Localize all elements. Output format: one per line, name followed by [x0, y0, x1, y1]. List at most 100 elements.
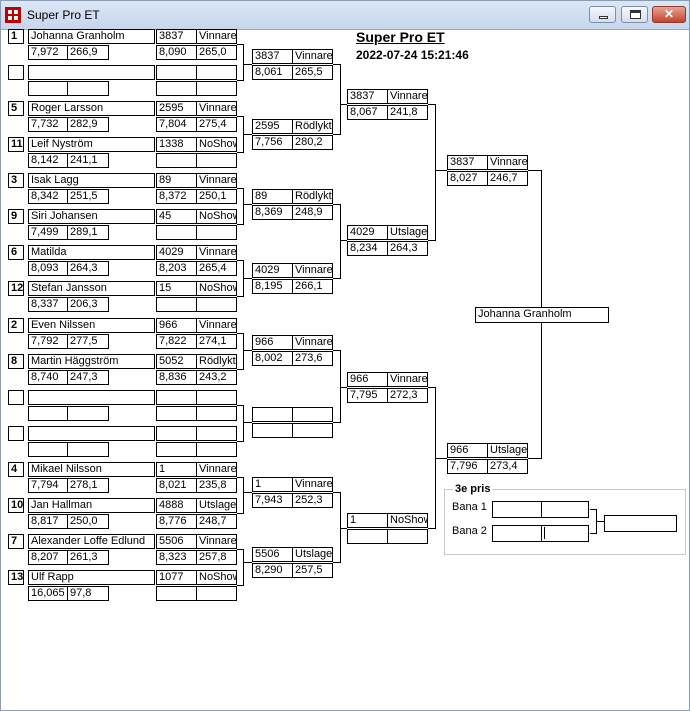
third-place-result-field[interactable] — [604, 515, 677, 532]
r2-status[interactable]: Vinnare — [292, 263, 333, 278]
racer-name[interactable] — [28, 426, 155, 441]
lane-number[interactable]: 15 — [156, 281, 197, 296]
racer-name[interactable]: Even Nilssen — [28, 318, 155, 333]
racer-name[interactable] — [28, 390, 155, 405]
maximize-button[interactable] — [621, 6, 648, 23]
bana1-lane-field[interactable] — [492, 501, 542, 518]
bracket-connector — [333, 278, 340, 279]
bana2-lane-field[interactable] — [492, 525, 542, 542]
run-time: 7,822 — [156, 334, 197, 349]
race-status[interactable]: NoShow — [196, 570, 237, 585]
race-status[interactable]: Utslagen — [196, 498, 237, 513]
speed: 277,5 — [67, 334, 109, 349]
r2-status[interactable]: Vinnare — [292, 335, 333, 350]
racer-name[interactable]: Roger Larsson — [28, 101, 155, 116]
lane-number[interactable]: 89 — [156, 173, 197, 188]
racer-name[interactable]: Ulf Rapp — [28, 570, 155, 585]
bracket-connector — [333, 350, 340, 351]
race-status[interactable]: Vinnare — [196, 462, 237, 477]
run-speed: 235,8 — [196, 478, 237, 493]
race-status[interactable]: Vinnare — [196, 101, 237, 116]
r2-status[interactable]: Vinnare — [292, 477, 333, 492]
r2-lane[interactable]: 1 — [252, 477, 293, 492]
lane-number[interactable]: 1 — [156, 462, 197, 477]
final-status[interactable]: Utslagen — [487, 443, 528, 458]
run-time: 8,090 — [156, 45, 197, 60]
close-button[interactable]: ✕ — [652, 6, 686, 23]
racer-name[interactable] — [28, 65, 155, 80]
lane-number[interactable]: 5052 — [156, 354, 197, 369]
r3-status[interactable]: Vinnare — [387, 372, 428, 387]
r3-status[interactable]: Vinnare — [387, 89, 428, 104]
race-status[interactable]: NoShow — [196, 137, 237, 152]
racer-name[interactable]: Isak Lagg — [28, 173, 155, 188]
reaction-time: 8,142 — [28, 153, 68, 168]
r2-status[interactable]: Vinnare — [292, 49, 333, 64]
racer-name[interactable]: Alexander Loffe Edlund — [28, 534, 155, 549]
racer-name[interactable]: Martin Häggström — [28, 354, 155, 369]
final-status[interactable]: Vinnare — [487, 155, 528, 170]
lane-number[interactable]: 1077 — [156, 570, 197, 585]
lane-number[interactable] — [156, 65, 197, 80]
r2-lane[interactable]: 4029 — [252, 263, 293, 278]
lane-number[interactable]: 45 — [156, 209, 197, 224]
racer-name[interactable]: Stefan Jansson — [28, 281, 155, 296]
racer-name[interactable]: Mikael Nilsson — [28, 462, 155, 477]
r3-lane[interactable]: 966 — [347, 372, 388, 387]
race-status[interactable]: Rödlyktan — [196, 354, 237, 369]
bracket-connector — [237, 441, 243, 442]
seed-number: 13 — [8, 570, 24, 585]
r3-status[interactable]: NoShow — [387, 513, 428, 528]
minimize-button[interactable] — [589, 6, 616, 23]
racer-name[interactable]: Matilda — [28, 245, 155, 260]
race-status[interactable]: NoShow — [196, 209, 237, 224]
racer-name[interactable]: Leif Nyström — [28, 137, 155, 152]
racer-name[interactable]: Siri Johansen — [28, 209, 155, 224]
lane-number[interactable]: 4029 — [156, 245, 197, 260]
race-status[interactable]: Vinnare — [196, 173, 237, 188]
bracket-connector — [243, 562, 252, 563]
r3-lane[interactable]: 1 — [347, 513, 388, 528]
final-lane[interactable]: 966 — [447, 443, 488, 458]
final-lane[interactable]: 3837 — [447, 155, 488, 170]
race-status[interactable] — [196, 65, 237, 80]
speed: 206,3 — [67, 297, 109, 312]
r3-status[interactable]: Utslagen — [387, 225, 428, 240]
r2-status[interactable]: Rödlyktan — [292, 189, 333, 204]
race-status[interactable]: Vinnare — [196, 534, 237, 549]
lane-number[interactable]: 966 — [156, 318, 197, 333]
final-time: 7,796 — [447, 459, 488, 474]
bracket-connector — [428, 528, 435, 529]
race-status[interactable] — [196, 426, 237, 441]
r2-status[interactable]: Utslagen — [292, 547, 333, 562]
racer-name[interactable]: Johanna Granholm — [28, 29, 155, 44]
lane-number[interactable] — [156, 426, 197, 441]
race-status[interactable]: Vinnare — [196, 29, 237, 44]
r3-lane[interactable]: 3837 — [347, 89, 388, 104]
race-status[interactable] — [196, 390, 237, 405]
r2-status[interactable]: Rödlyktan — [292, 119, 333, 134]
r2-status[interactable] — [292, 407, 333, 422]
r2-lane[interactable]: 3837 — [252, 49, 293, 64]
lane-number[interactable]: 3837 — [156, 29, 197, 44]
r2-lane[interactable]: 89 — [252, 189, 293, 204]
race-status[interactable]: Vinnare — [196, 318, 237, 333]
bana2-status-field[interactable] — [541, 525, 589, 542]
race-status[interactable]: NoShow — [196, 281, 237, 296]
racer-name[interactable]: Jan Hallman — [28, 498, 155, 513]
r2-lane[interactable]: 2595 — [252, 119, 293, 134]
r2-lane[interactable]: 966 — [252, 335, 293, 350]
lane-number[interactable]: 1338 — [156, 137, 197, 152]
race-status[interactable]: Vinnare — [196, 245, 237, 260]
bana1-status-field[interactable] — [541, 501, 589, 518]
lane-number[interactable]: 4888 — [156, 498, 197, 513]
r3-lane[interactable]: 4029 — [347, 225, 388, 240]
r2-lane[interactable]: 5506 — [252, 547, 293, 562]
lane-number[interactable]: 5506 — [156, 534, 197, 549]
r2-lane[interactable] — [252, 407, 293, 422]
bracket-connector — [237, 296, 243, 297]
lane-number[interactable] — [156, 390, 197, 405]
lane-number[interactable]: 2595 — [156, 101, 197, 116]
speed — [67, 81, 109, 96]
winner-name[interactable]: Johanna Granholm — [475, 307, 609, 323]
